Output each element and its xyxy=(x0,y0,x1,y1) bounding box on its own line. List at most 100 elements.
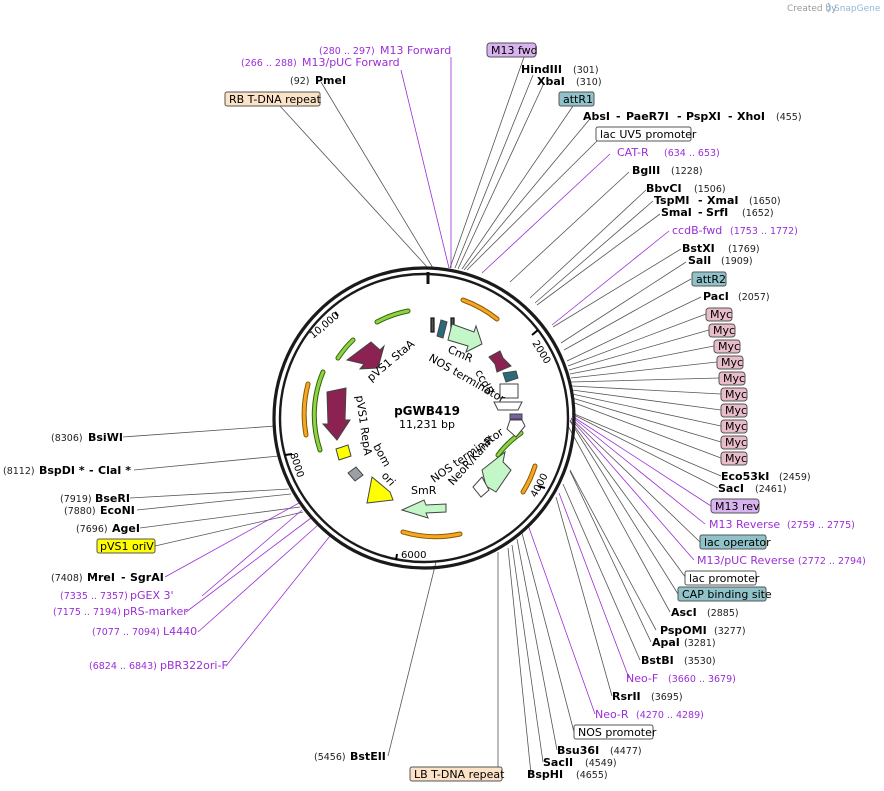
site-sgrai-dash: - xyxy=(121,571,126,584)
myc-4: Myc xyxy=(721,356,743,369)
plasmid-name: pGWB419 xyxy=(394,404,460,418)
feature-arrows xyxy=(321,319,526,519)
rb-tdna-box xyxy=(224,91,321,107)
site-agei-pos: (7696) xyxy=(76,524,108,535)
credit-brand: SnapGene xyxy=(834,4,881,14)
site-hindiii-pos: (301) xyxy=(573,65,599,76)
site-rsrii-pos: (3695) xyxy=(651,692,683,703)
site-apai: ApaI xyxy=(652,636,680,649)
m13-forward-range: (280 .. 297) xyxy=(319,46,375,57)
site-bstbi-pos: (3530) xyxy=(684,656,716,667)
tick-2000: 2000 xyxy=(529,339,552,366)
site-agei: AgeI xyxy=(112,522,140,535)
site-eco53ki-pos: (2459) xyxy=(779,472,811,483)
site-sacii: SacII xyxy=(543,756,573,769)
site-clai: ClaI * xyxy=(98,464,131,477)
m13-puc-forward-label: M13/pUC Forward xyxy=(302,56,400,69)
site-paer7i: PaeR7I xyxy=(626,110,669,123)
site-clai-dash: - xyxy=(89,464,94,477)
site-mrei-pos: (7408) xyxy=(51,573,83,584)
site-saci-pos: (2461) xyxy=(755,484,787,495)
tick-8000: 8000 xyxy=(287,452,305,480)
lac-operator-box xyxy=(699,534,767,550)
prs-marker-label: pRS-marker xyxy=(123,605,188,618)
neo-f-range: (3660 .. 3679) xyxy=(668,674,736,685)
site-tspmi: TspMI xyxy=(654,194,690,207)
site-bsteii-pos: (5456) xyxy=(314,752,346,763)
site-pspomi: PspOMI xyxy=(660,624,707,637)
feature-smr: SmR xyxy=(411,484,437,497)
site-xhoi-pos: (455) xyxy=(776,112,802,123)
site-sgrai: SgrAI xyxy=(130,571,164,584)
l4440-range: (7077 .. 7094) xyxy=(92,627,160,638)
ccdb-fwd-label: ccdB-fwd xyxy=(672,224,722,237)
site-pspxi-dash: - xyxy=(677,110,682,123)
backbone-inner-circle xyxy=(278,272,570,564)
site-smai: SmaI xyxy=(661,206,692,219)
site-sali: SalI xyxy=(688,254,711,267)
prs-marker-range: (7175 .. 7194) xyxy=(53,607,121,618)
rb-tdna-label: RB T-DNA repeat xyxy=(229,93,322,106)
site-bstxi: BstXI xyxy=(682,242,715,255)
site-pspxi: PspXI xyxy=(686,110,721,123)
cap-site-label: CAP binding site xyxy=(682,588,772,601)
attr1-box xyxy=(558,91,595,107)
site-xhoi: XhoI xyxy=(737,110,765,123)
myc-2: Myc xyxy=(713,324,735,337)
neo-r-label: Neo-R xyxy=(595,708,629,721)
m13-puc-reverse-label: M13/pUC Reverse xyxy=(697,554,795,567)
thin-feature-arcs xyxy=(301,297,538,540)
site-bspdi-pos: (8112) xyxy=(3,466,35,477)
site-bstxi-pos: (1769) xyxy=(728,244,760,255)
site-apai-pos: (3281) xyxy=(684,638,716,649)
site-absi: AbsI xyxy=(583,110,610,123)
site-paci: PacI xyxy=(703,290,729,303)
site-xhoi-dash: - xyxy=(728,110,733,123)
snapgene-logo-icon xyxy=(827,2,831,13)
nos-promoter-label: NOS promoter xyxy=(578,726,657,739)
site-bsphi: BspHI xyxy=(527,768,563,781)
m13-fwd-box xyxy=(486,42,537,58)
m13-rev-box xyxy=(710,498,760,514)
site-rsrii: RsrII xyxy=(612,690,641,703)
site-xmai-dash: - xyxy=(698,194,703,207)
cat-r-range: (634 .. 653) xyxy=(664,148,720,159)
leader-lines xyxy=(122,56,722,775)
cap-site-box xyxy=(677,586,767,602)
attr2-box xyxy=(691,271,727,287)
site-srfi-pos: (1652) xyxy=(742,208,774,219)
backbone-outer-circle xyxy=(272,266,576,570)
lb-tdna-label: LB T-DNA repeat xyxy=(414,768,505,781)
attr1-label: attR1 xyxy=(563,93,593,106)
m13-fwd-box-label: M13 fwd xyxy=(491,44,538,57)
site-hindiii: HindIII xyxy=(521,63,562,76)
lac-operator-label: lac operator xyxy=(704,536,771,549)
site-pspomi-pos: (3277) xyxy=(714,626,746,637)
myc-6: Myc xyxy=(725,388,747,401)
site-srfi-dash: - xyxy=(698,206,703,219)
tick-6000: 6000 xyxy=(401,550,426,561)
site-bglii-pos: (1228) xyxy=(671,166,703,177)
site-bstbi: BstBI xyxy=(641,654,674,667)
myc-9: Myc xyxy=(725,436,747,449)
site-sacii-pos: (4549) xyxy=(585,758,617,769)
site-bbvci: BbvCI xyxy=(646,182,682,195)
site-bsphi-pos: (4655) xyxy=(576,770,608,781)
lac-promoter-label: lac promoter xyxy=(689,572,760,585)
lac-uv5-label: lac UV5 promoter xyxy=(600,128,697,141)
site-paer7i-dash: - xyxy=(616,110,621,123)
plasmid-size: 11,231 bp xyxy=(399,418,455,431)
l4440-label: L4440 xyxy=(163,625,197,638)
site-bsu36i-pos: (4477) xyxy=(610,746,642,757)
site-bsiwi: BsiWI xyxy=(88,431,123,444)
site-bseri-pos: (7919) xyxy=(60,494,92,505)
pvs1-oriv-box xyxy=(96,538,156,554)
myc-5: Myc xyxy=(723,372,745,385)
site-eco53ki: Eco53kI xyxy=(721,470,769,483)
site-bbvci-pos: (1506) xyxy=(694,184,726,195)
site-paci-pos: (2057) xyxy=(738,292,770,303)
site-economi: EcoNI xyxy=(100,504,135,517)
site-bseri: BseRI xyxy=(95,492,130,505)
site-pmei: PmeI xyxy=(315,74,346,87)
